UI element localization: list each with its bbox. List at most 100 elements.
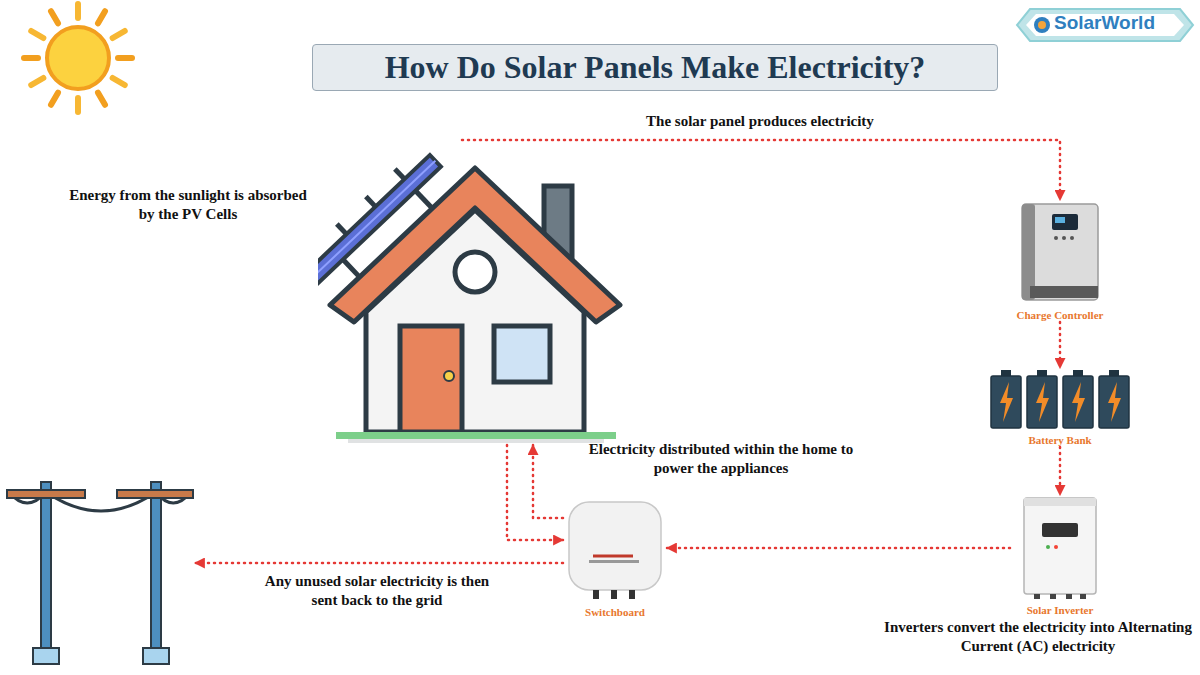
power-grid xyxy=(5,468,195,668)
illustration-part xyxy=(330,168,620,322)
solar-inverter-icon xyxy=(1010,495,1110,600)
illustration-part xyxy=(151,482,161,650)
charge-controller-icon xyxy=(1000,200,1120,305)
illustration-part xyxy=(1027,376,1057,428)
illustration-part xyxy=(1024,498,1096,506)
sun-icon xyxy=(24,4,132,112)
house-illustration-icon xyxy=(318,140,632,445)
illustration-part xyxy=(336,432,616,439)
illustration-part xyxy=(1052,214,1078,230)
sun-ray xyxy=(113,31,125,38)
sun-ray xyxy=(75,4,81,18)
sun-ray xyxy=(98,11,105,23)
illustration-part xyxy=(395,169,405,179)
node-label: Charge Controller xyxy=(1000,308,1120,322)
illustration-part xyxy=(1054,545,1058,549)
illustration-part xyxy=(1108,382,1121,422)
flow-caption: The solar panel produces electricity xyxy=(600,112,920,131)
illustration-part xyxy=(1109,370,1119,376)
illustration-part xyxy=(343,260,361,279)
sun-ray xyxy=(31,78,43,85)
sun-ray xyxy=(98,93,105,105)
illustration-part xyxy=(455,252,495,292)
illustration-part xyxy=(143,648,169,664)
sun-ray xyxy=(113,78,125,85)
illustration-part xyxy=(348,439,604,443)
illustration-part xyxy=(1022,204,1035,300)
house-illustration: Energy from the sunlight is absorbed by … xyxy=(318,140,632,445)
illustration-part xyxy=(444,371,454,381)
illustration-part xyxy=(1066,594,1072,599)
illustration-part xyxy=(318,155,441,284)
logo-mark-core xyxy=(1038,21,1046,29)
flow-arrow xyxy=(507,445,563,540)
illustration-part xyxy=(7,490,85,498)
illustration-part xyxy=(1072,382,1085,422)
logo-text: SolarWorld xyxy=(1054,12,1155,34)
node-note: Energy from the sunlight is absorbed by … xyxy=(68,186,308,224)
flow-arrow xyxy=(1059,322,1062,368)
sun-ray xyxy=(31,31,43,38)
illustration-part xyxy=(1036,382,1049,422)
flow-arrow xyxy=(195,562,563,565)
illustration-part xyxy=(569,502,661,590)
logo-badge xyxy=(1017,9,1193,41)
solar-inverter: Solar InverterInverters convert the elec… xyxy=(1010,495,1110,617)
title-text: How Do Solar Panels Make Electricity? xyxy=(385,49,926,86)
illustration-part xyxy=(1050,594,1056,599)
node-note: Inverters convert the electricity into A… xyxy=(882,618,1194,656)
flow-caption: Electricity distributed within the home … xyxy=(585,440,857,478)
illustration-part xyxy=(318,161,435,278)
illustration-part xyxy=(1070,236,1074,240)
illustration-part xyxy=(1034,594,1040,599)
illustration-part xyxy=(494,326,550,382)
flow-arrow xyxy=(667,547,1010,550)
illustration-part xyxy=(117,490,193,498)
battery-bank: Battery Bank xyxy=(985,368,1135,447)
flow-caption: Any unused solar electricity is then sen… xyxy=(262,572,492,610)
illustration-part xyxy=(611,590,617,599)
illustration-part xyxy=(416,191,434,210)
switchboard: Switchboard xyxy=(563,498,667,619)
battery-bank-icon xyxy=(985,368,1135,430)
charge-controller: Charge Controller xyxy=(1000,200,1120,322)
sun-disc xyxy=(47,27,109,89)
illustration-part xyxy=(589,560,639,563)
illustration-part xyxy=(318,145,459,303)
power-grid-icon xyxy=(5,468,195,668)
illustration-part xyxy=(1073,370,1083,376)
illustration-part xyxy=(1024,498,1096,594)
illustration-part xyxy=(366,196,376,206)
node-label: Battery Bank xyxy=(985,433,1135,447)
illustration-part xyxy=(1042,523,1078,537)
sun-ray xyxy=(118,55,132,61)
illustration-part xyxy=(33,648,59,664)
title-banner: How Do Solar Panels Make Electricity? xyxy=(312,44,998,91)
illustration-part xyxy=(1099,376,1129,428)
illustration-part xyxy=(1054,236,1058,240)
illustration-part xyxy=(1055,217,1065,223)
illustration-part xyxy=(593,555,633,558)
flow-arrow xyxy=(1059,447,1062,495)
illustration-part xyxy=(1063,376,1093,428)
logo-frame xyxy=(1017,9,1193,41)
logo-mark xyxy=(1034,17,1050,33)
illustration-part xyxy=(41,482,51,650)
illustration-part xyxy=(1001,370,1011,376)
sun-ray xyxy=(24,55,38,61)
illustration-part xyxy=(1000,382,1013,422)
illustration-part xyxy=(593,590,599,599)
illustration-part xyxy=(1062,236,1066,240)
illustration-part xyxy=(1080,594,1086,599)
illustration-part xyxy=(1030,286,1098,298)
sun-ray xyxy=(51,11,58,23)
illustration-part xyxy=(1037,370,1047,376)
sun-ray xyxy=(75,98,81,112)
illustration-part xyxy=(1022,204,1098,300)
node-label: Solar Inverter xyxy=(1010,603,1110,617)
illustration-part xyxy=(629,590,635,599)
illustration-part xyxy=(991,376,1021,428)
flow-arrow xyxy=(533,445,563,518)
illustration-part xyxy=(400,326,462,432)
